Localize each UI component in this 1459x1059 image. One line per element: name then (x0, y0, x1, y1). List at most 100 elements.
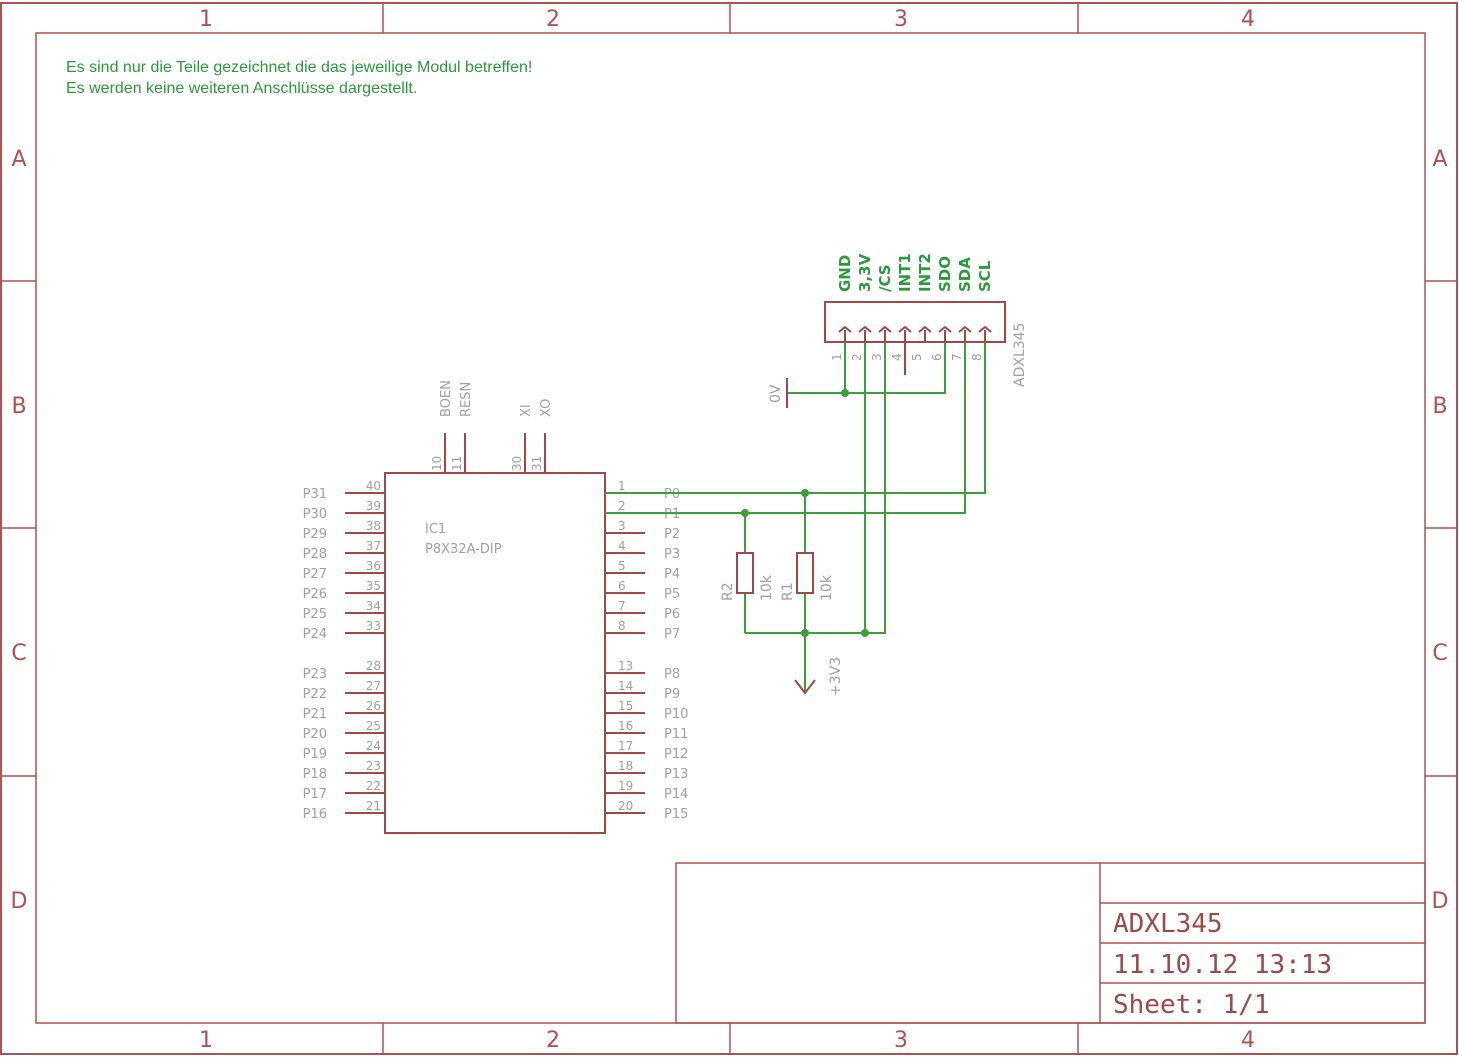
connector-pin-symbol (858, 325, 872, 333)
wire-scl (605, 342, 986, 494)
ic1-value: P8X32A-DIP (425, 542, 502, 557)
ic1-pin-number: 15 (618, 699, 633, 713)
ic1-pin-number: 34 (366, 599, 381, 613)
note-line-1: Es sind nur die Teile gezeichnet die das… (66, 59, 532, 76)
ic1-pin-number: 5 (618, 559, 626, 573)
ic1-pin-number: 13 (618, 659, 633, 673)
ic1-pin-number: 22 (366, 779, 381, 793)
ic1-pin-number: 31 (530, 456, 544, 471)
ic1-pin-name: RESN (459, 382, 474, 417)
ic1-pin-name: P21 (303, 707, 327, 722)
row-label: D (1432, 889, 1449, 914)
ic1-pin-name: P1 (664, 507, 680, 522)
ic1-pin-name: P0 (664, 487, 680, 502)
ic1-pin-name: P2 (664, 527, 680, 542)
ic1-pin-number: 18 (618, 759, 633, 773)
ic1-pin-name: P28 (303, 547, 327, 562)
connector-pin-symbol (938, 325, 952, 333)
row-labels-right: A B C D (1432, 147, 1449, 914)
connector-pin-label: 3,3V (856, 253, 874, 292)
junctions (741, 389, 869, 637)
ic1-pin-number: 37 (366, 539, 381, 553)
ic1-name: IC1 (425, 522, 446, 537)
ic1-pin-name: P12 (664, 747, 688, 762)
column-label: 2 (546, 1028, 560, 1053)
ic1-pin-number: 38 (366, 519, 381, 533)
ic1-pin-name: P13 (664, 767, 688, 782)
ic1-pin-number: 7 (618, 599, 626, 613)
ic1-pin-number: 33 (366, 619, 381, 633)
ic1-pin-number: 14 (618, 679, 633, 693)
junction-dot (841, 389, 849, 397)
ic1-pin-number: 4 (618, 539, 626, 553)
row-label: B (1432, 394, 1447, 419)
connector-pin-number: 1 (830, 353, 844, 361)
ic1-body (384, 472, 606, 834)
ic1-pin-number: 23 (366, 759, 381, 773)
row-label: D (11, 889, 28, 914)
connector-pin-symbol (838, 325, 852, 333)
gnd-label: 0V (768, 384, 784, 403)
connector-pin-symbol (958, 325, 972, 333)
junction-dot (861, 629, 869, 637)
connector-pin-label: SDO (936, 256, 954, 292)
ic1-pin-number: 19 (618, 779, 633, 793)
ic1-pin-name: P30 (303, 507, 327, 522)
wire-gnd (787, 342, 946, 394)
ic1-pin-number: 8 (618, 619, 626, 633)
column-label: 4 (1241, 7, 1255, 32)
ic1-pin-name: P6 (664, 607, 680, 622)
ic1-pin-name: BOEN (439, 380, 454, 417)
ic1-left-pins: P3140P3039P2938P2837P2736P2635P2534P2433… (303, 479, 385, 822)
ic1-pin-name: P18 (303, 767, 327, 782)
ic1-pin-name: P10 (664, 707, 688, 722)
connector-pin-label: SCL (976, 260, 994, 292)
ic1-pin-name: P25 (303, 607, 327, 622)
resistor-r2 (736, 552, 754, 594)
ic1-pin-number: 10 (430, 456, 444, 471)
wire-cs (745, 342, 886, 634)
ic1-pin-number: 20 (618, 799, 633, 813)
column-label: 3 (894, 7, 908, 32)
connector-pin-number: 2 (850, 353, 864, 361)
connector-pin-symbol (918, 325, 932, 333)
row-label: C (11, 641, 26, 666)
ic1-pin-number: 11 (450, 456, 464, 471)
connector-pin-label: GND (836, 255, 854, 292)
title-block (675, 862, 1426, 1024)
ic1-pin-name: P20 (303, 727, 327, 742)
ic1-pin-name: P4 (664, 567, 680, 582)
ic1-pin-name: P31 (303, 487, 327, 502)
column-label: 4 (1241, 1028, 1255, 1053)
connector-pin-number: 8 (970, 353, 984, 361)
r2-name: R2 (720, 582, 736, 601)
row-label: A (1432, 147, 1447, 172)
ic1-pin-name: P22 (303, 687, 327, 702)
zone-dividers (1, 3, 1457, 1054)
ic1-pin-number: 1 (618, 479, 626, 493)
ic1-pin-name: P5 (664, 587, 680, 602)
row-labels-left: A B C D (11, 147, 28, 914)
column-label: 1 (199, 1028, 213, 1053)
connector-pin-symbol (878, 325, 892, 333)
ic1-pin-name: P23 (303, 667, 327, 682)
ic1-pin-number: 16 (618, 719, 633, 733)
note-line-2: Es werden keine weiteren Anschlüsse darg… (66, 80, 417, 97)
ic1-pin-number: 25 (366, 719, 381, 733)
ic1-pin-name: XO (539, 399, 554, 417)
connector-name: ADXL345 (1012, 323, 1028, 387)
r2-value: 10k (759, 574, 775, 601)
ic1-pin-name: P8 (664, 667, 680, 682)
connector-pin-number: 7 (950, 353, 964, 361)
r1-name: R1 (780, 582, 796, 601)
ic1-pin-name: P24 (303, 627, 327, 642)
column-labels-top: 1 2 3 4 (199, 7, 1255, 32)
connector-pin-label: /CS (876, 264, 894, 292)
ic1-pin-name: P9 (664, 687, 680, 702)
ic1-pin-number: 28 (366, 659, 381, 673)
inner-frame (35, 32, 1426, 1024)
